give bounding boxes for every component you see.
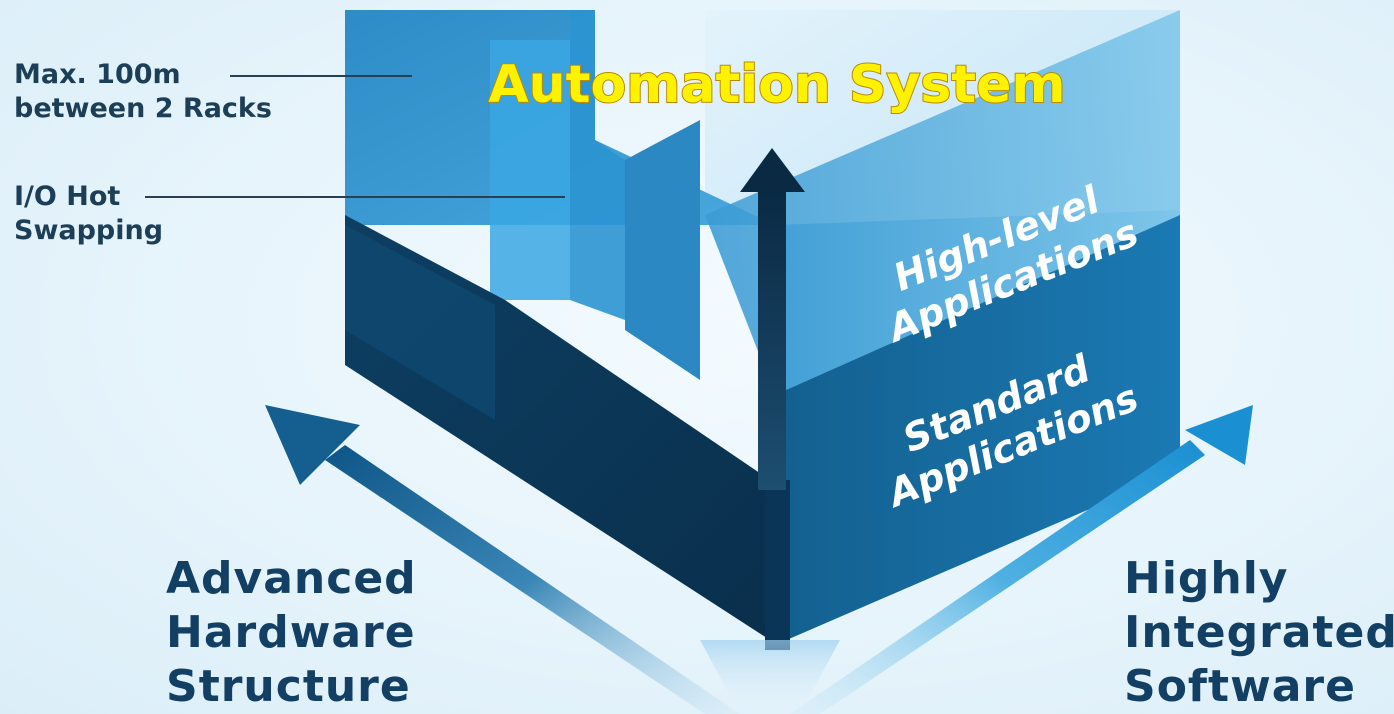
right-block-upper-face [705,10,1180,395]
axis-label-software: Highly Integrated Software [1124,552,1394,714]
right-block-lower [775,215,1180,645]
callout-hot-swapping-line2: Swapping [14,215,164,246]
vertical-growth-arrow [740,148,805,490]
center-edge [765,480,790,650]
axis-label-software-line3: Software [1124,661,1356,712]
axis-label-hardware-line3: Structure [166,661,411,712]
callout-max-distance: Max. 100m between 2 Racks [14,58,272,126]
column-strip-2 [570,10,625,320]
axis-label-hardware: Advanced Hardware Structure [166,552,417,714]
callout-max-distance-line2: between 2 Racks [14,93,272,124]
left-block-front-mid [345,225,495,420]
column-strip-3 [625,120,700,380]
callout-max-distance-line1: Max. 100m [14,59,181,90]
axis-label-software-line2: Integrated [1124,607,1394,658]
axis-label-hardware-line2: Hardware [166,607,416,658]
diagram-title: Automation System [488,55,1065,115]
software-axis-arrow [790,405,1253,714]
reflection [700,640,840,714]
axis-label-hardware-line1: Advanced [166,553,417,604]
axis-label-software-line1: Highly [1124,553,1289,604]
callout-hot-swapping: I/O Hot Swapping [14,180,163,248]
callout-hot-swapping-line1: I/O Hot [14,181,121,212]
hardware-axis-arrow [265,405,740,714]
column-strip-1 [490,40,570,300]
